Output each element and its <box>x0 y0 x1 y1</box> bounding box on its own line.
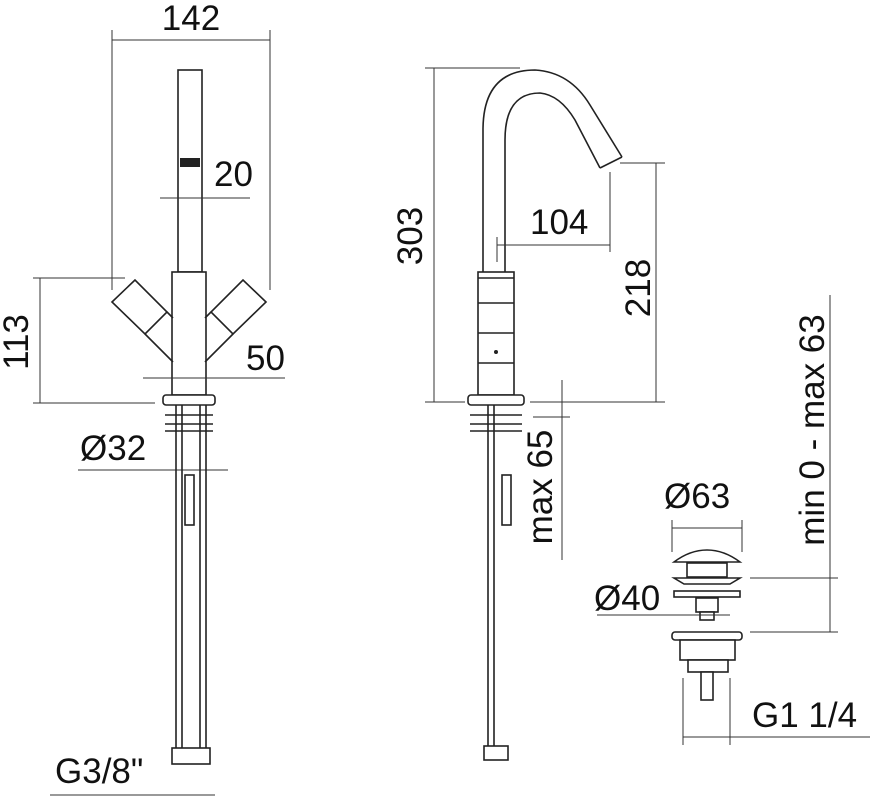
left-handle <box>110 278 169 336</box>
dimension-spout-diameter: 20 <box>214 155 253 194</box>
base-plate <box>162 394 216 406</box>
dimension-base-diameter: Ø32 <box>80 429 146 468</box>
dimension-spout-height: 218 <box>619 259 658 317</box>
dimension-body-width: 50 <box>246 339 285 378</box>
spout-outer <box>482 69 623 272</box>
spout-column <box>177 69 203 273</box>
mixer-body <box>171 271 207 396</box>
front-view: 142 20 113 50 Ø32 G3/8" <box>0 0 285 796</box>
dimension-lift-range: min 0 - max 63 <box>793 314 832 545</box>
dimension-height-overall: 303 <box>391 207 430 265</box>
side-hose-nut <box>483 745 509 761</box>
dimension-handle-height: 113 <box>0 314 36 370</box>
right-handle <box>209 278 268 336</box>
dimension-stem-diameter: Ø40 <box>594 579 660 618</box>
spout-marker <box>180 158 200 167</box>
drain-view: Ø63 Ø40 min 0 - max 63 G1 1/4 <box>594 295 870 745</box>
dimension-width-overall: 142 <box>162 0 220 38</box>
drain-flange <box>671 631 743 641</box>
dimension-max-deck-thickness: max 65 <box>521 430 560 545</box>
dimension-drain-thread: G1 1/4 <box>752 696 857 735</box>
drain-cap <box>671 549 743 563</box>
hoses <box>175 405 207 750</box>
hose-nut <box>171 747 211 765</box>
side-base-plate <box>467 394 525 406</box>
dimension-cap-diameter: Ø63 <box>664 477 730 516</box>
dimension-spout-reach: 104 <box>530 203 588 242</box>
spout-inner <box>504 92 601 272</box>
side-view: 303 104 218 max 65 <box>391 67 665 761</box>
dimension-hose-connection: G3/8" <box>55 752 143 791</box>
